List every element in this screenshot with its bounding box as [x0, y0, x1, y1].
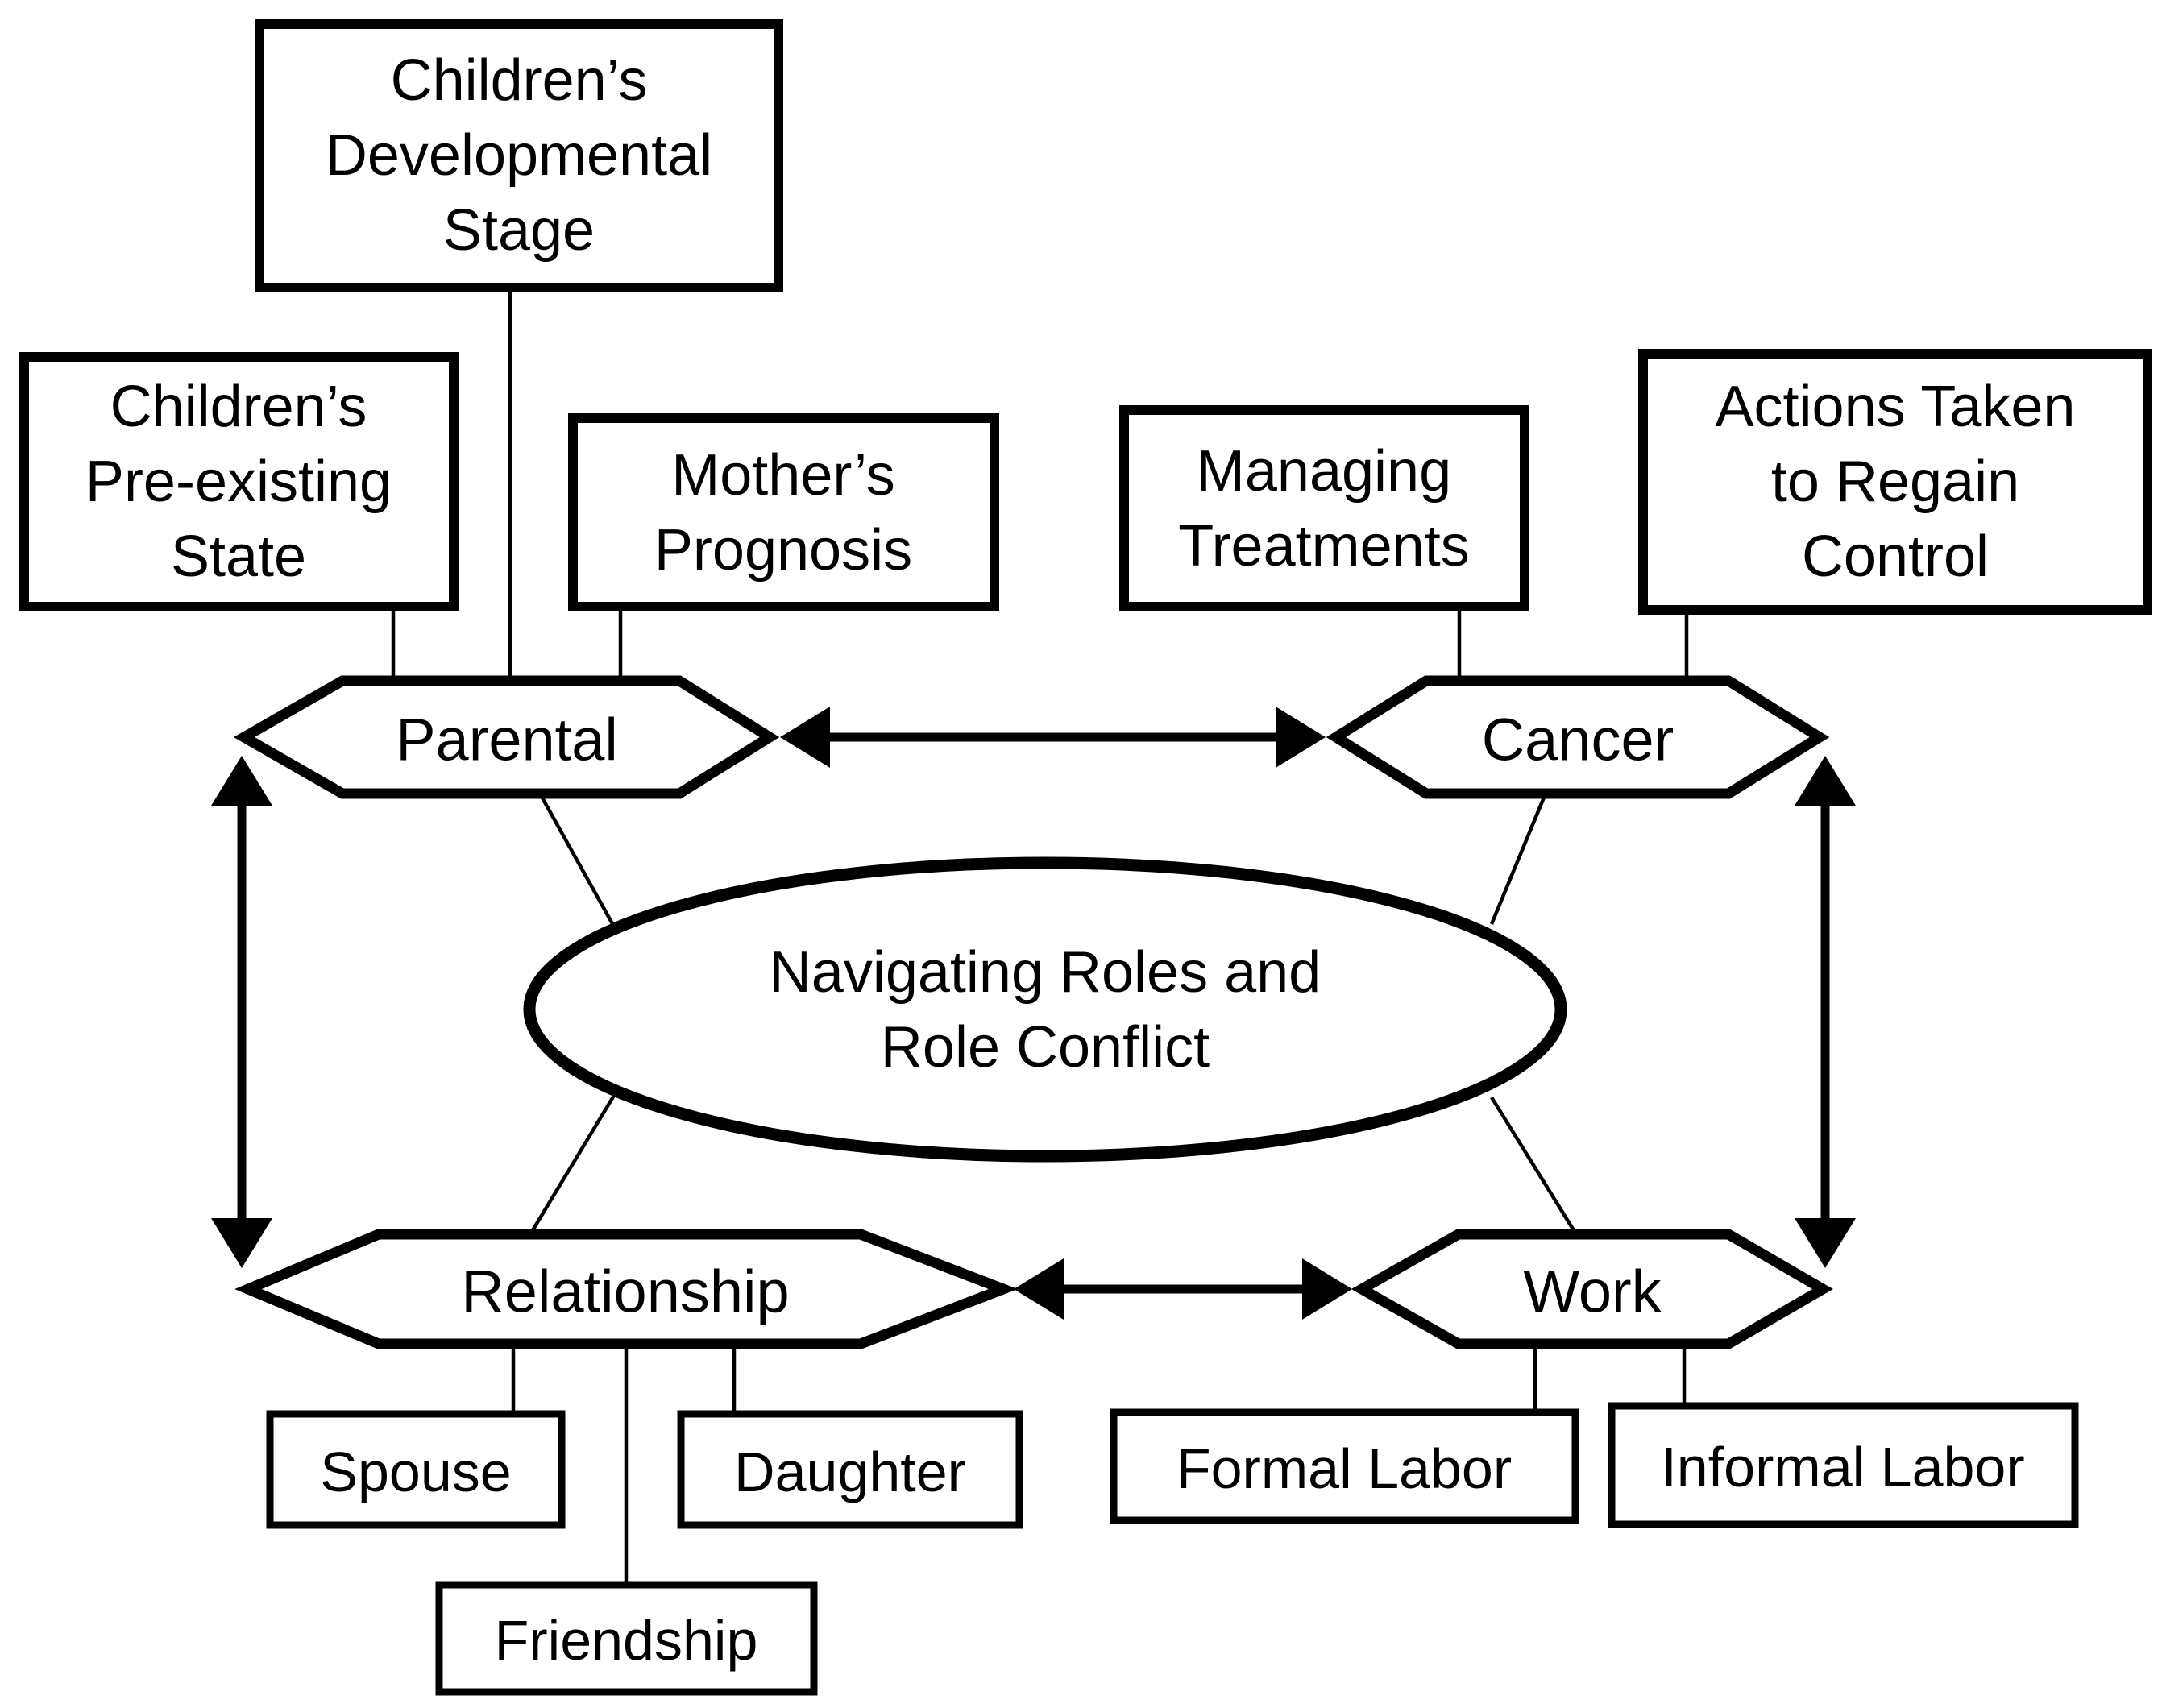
spouse-box — [266, 1410, 566, 1529]
arrowhead-down-icon — [1795, 1218, 1856, 1268]
friendship-label: Friendship — [495, 1609, 758, 1672]
cancer-node: Cancer — [1326, 675, 1830, 799]
central-theme-ellipse — [523, 856, 1567, 1163]
relationship-node: Relationship — [234, 1229, 1019, 1349]
work-label: Work — [1523, 1258, 1662, 1325]
managing-treatments-node: Managing Treatments — [1119, 405, 1529, 611]
connector-central-to-relationship — [529, 1092, 616, 1236]
arrow-parental-relationship — [211, 756, 272, 1268]
parental-label: Parental — [396, 707, 618, 773]
actions-taken-line-2: to Regain — [1771, 450, 2019, 514]
children-pre-existing-state-line-3: State — [171, 524, 306, 589]
mothers-prognosis-line-2: Prognosis — [654, 518, 912, 582]
relationship-hexagon — [234, 1229, 1019, 1349]
arrowhead-right-icon — [1276, 707, 1326, 768]
arrowhead-left-icon — [1014, 1258, 1064, 1320]
arrowhead-left-icon — [780, 707, 830, 768]
daughter-node: Daughter — [677, 1410, 1023, 1529]
formal-labor-node: Formal Labor — [1110, 1408, 1579, 1524]
central-theme-line-2: Role Conflict — [881, 1015, 1210, 1080]
relationship-label: Relationship — [461, 1258, 789, 1325]
friendship-box — [435, 1581, 818, 1696]
spouse-node: Spouse — [266, 1410, 566, 1529]
informal-labor-node: Informal Labor — [1608, 1402, 2079, 1528]
connector-parental-to-central — [538, 792, 616, 930]
children-pre-existing-state-node: Children’s Pre-existing State — [19, 352, 459, 611]
children-pre-existing-state-box — [19, 352, 459, 611]
managing-treatments-line-1: Managing — [1197, 439, 1451, 504]
children-developmental-stage-line-1: Children’s — [391, 48, 648, 113]
actions-taken-line-3: Control — [1802, 524, 1989, 589]
actions-taken-regain-control-node: Actions Taken to Regain Control — [1638, 349, 2152, 615]
managing-treatments-line-2: Treatments — [1178, 514, 1469, 578]
children-developmental-stage-line-2: Developmental — [326, 123, 712, 188]
arrow-cancer-work — [1795, 756, 1856, 1268]
arrow-parental-cancer — [780, 707, 1326, 768]
central-theme-node: Navigating Roles and Role Conflict — [523, 856, 1567, 1163]
arrowhead-down-icon — [211, 1218, 272, 1268]
children-pre-existing-state-line-1: Children’s — [110, 375, 367, 439]
arrowhead-up-icon — [1795, 756, 1856, 806]
connector-lines — [391, 288, 1689, 1585]
formal-labor-label: Formal Labor — [1176, 1437, 1512, 1500]
work-hexagon — [1351, 1229, 1833, 1349]
parental-hexagon — [233, 675, 780, 799]
mothers-prognosis-node: Mother’s Prognosis — [568, 413, 999, 611]
children-developmental-stage-line-3: Stage — [443, 198, 595, 263]
informal-labor-label: Informal Labor — [1661, 1436, 2024, 1499]
children-developmental-stage-node: Children’s Developmental Stage — [255, 19, 783, 292]
actions-taken-regain-control-box — [1638, 349, 2152, 615]
cancer-label: Cancer — [1482, 707, 1674, 773]
formal-labor-box — [1110, 1408, 1579, 1524]
cancer-hexagon — [1326, 675, 1830, 799]
daughter-box — [677, 1410, 1023, 1529]
central-theme-line-1: Navigating Roles and — [770, 940, 1321, 1005]
mothers-prognosis-box — [568, 413, 999, 611]
connector-central-to-work — [1490, 1096, 1578, 1236]
parental-node: Parental — [233, 675, 780, 799]
arrow-relationship-work — [1014, 1258, 1352, 1320]
children-developmental-stage-box — [255, 19, 783, 292]
informal-labor-box — [1608, 1402, 2079, 1528]
mothers-prognosis-line-1: Mother’s — [671, 443, 894, 508]
work-node: Work — [1351, 1229, 1833, 1349]
actions-taken-line-1: Actions Taken — [1716, 375, 2076, 439]
arrowhead-right-icon — [1302, 1258, 1352, 1320]
arrowhead-up-icon — [211, 756, 272, 806]
daughter-label: Daughter — [734, 1441, 966, 1503]
connector-cancer-to-central — [1489, 793, 1548, 925]
friendship-node: Friendship — [435, 1581, 818, 1696]
spouse-label: Spouse — [320, 1441, 511, 1503]
managing-treatments-box — [1119, 405, 1529, 611]
children-pre-existing-state-line-2: Pre-existing — [85, 450, 392, 514]
